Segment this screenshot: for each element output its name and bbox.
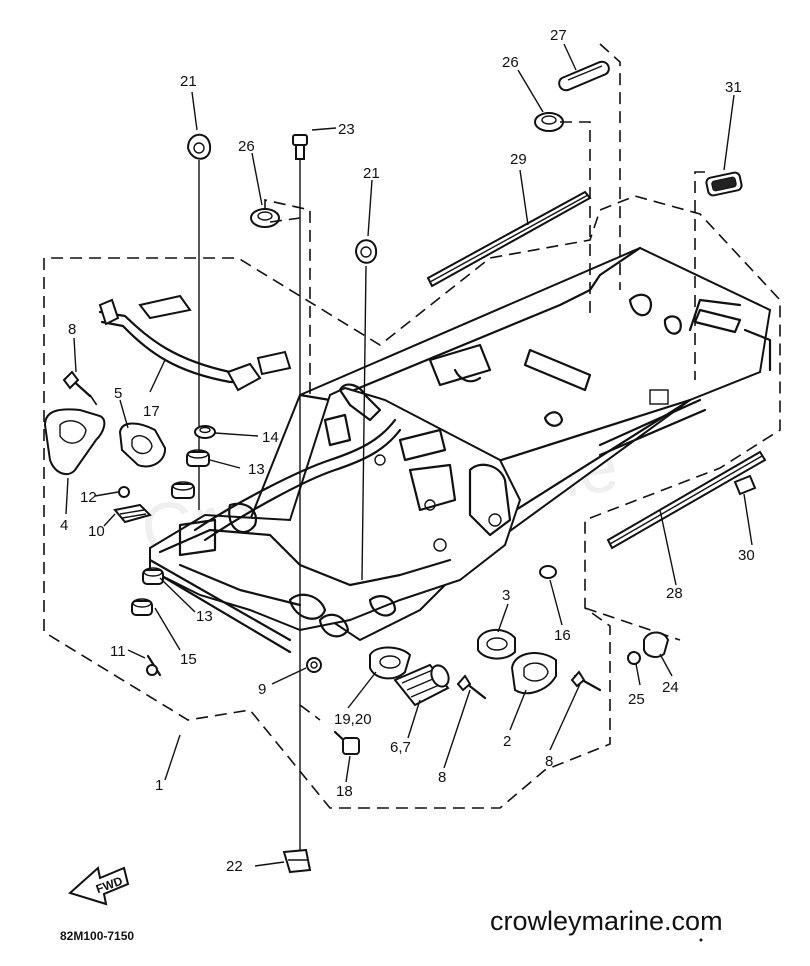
part-19-gasket [369,646,412,680]
part-17-bracket [98,294,292,392]
steering-cable [193,418,402,542]
callout-21-right: 21 [363,165,380,182]
part-14-bushing [194,425,216,439]
callout-25: 25 [628,691,645,708]
callout-1: 1 [155,777,163,794]
part-2-cover [510,652,557,695]
callout-labels: 21 23 26 21 26 27 29 31 8 5 17 14 13 4 1… [60,27,755,875]
part-27-clip [558,60,610,92]
part-13-bushing-upper2 [171,481,195,499]
callout-2: 2 [503,733,511,750]
front-frame [148,383,522,654]
part-28-rail [606,450,767,550]
leader-lines [89,43,705,860]
callout-5: 5 [114,385,122,402]
part-8-bolt-right [570,670,602,692]
part-25-nut [627,651,641,665]
callout-leaders [65,43,753,867]
part-18-bolt [333,730,360,755]
part-6-7-boot [393,663,450,707]
callout-19-20: 19,20 [334,711,372,728]
callout-23: 23 [338,121,355,138]
callout-31: 31 [725,79,742,96]
callout-26-right: 26 [502,54,519,71]
part-30-cap [733,474,757,496]
part-26-grommet-right [534,112,564,132]
part-9-nut [306,657,322,673]
callout-24: 24 [662,679,679,696]
part-21-clamp-right [354,239,378,264]
part-24-bumper [643,631,670,658]
callout-9: 9 [258,681,266,698]
callout-28: 28 [666,585,683,602]
callout-13-bottom: 13 [196,608,213,625]
part-16-plug [539,565,557,579]
callout-6-7: 6,7 [390,739,411,756]
part-12-washer [118,486,130,498]
part-21-clamp-left [186,133,212,160]
callout-27: 27 [550,27,567,44]
callout-4: 4 [60,517,68,534]
callout-13-top: 13 [248,461,265,478]
site-url: crowleymarine.com [490,906,723,936]
callout-8-right: 8 [545,753,553,770]
callout-29: 29 [510,151,527,168]
callout-16: 16 [554,627,571,644]
assembly-boundary [43,195,781,809]
part-8-bolt-left [62,370,92,398]
part-4-cover [43,408,106,476]
part-11-bolt [146,654,162,677]
footer-dot [699,938,703,942]
callout-14: 14 [262,429,279,446]
callout-17: 17 [143,403,160,420]
part-10-plate [113,503,152,524]
part-31-emblem [705,171,743,197]
callout-22: 22 [226,858,243,875]
callout-11: 11 [110,643,126,660]
part-3-gasket [477,629,516,660]
callout-15: 15 [180,651,197,668]
part-8-bolt-mid [456,674,487,700]
part-26-grommet-left [250,208,280,228]
callout-12: 12 [80,489,97,506]
part-13-bushing-bottom [142,567,164,585]
part-code: 82M100-7150 [60,929,134,943]
callout-3: 3 [502,587,510,604]
part-15-bushing [131,598,153,616]
fwd-arrow-icon: FWD [68,866,130,906]
callout-30: 30 [738,547,755,564]
callout-18: 18 [336,783,353,800]
part-29-rail [426,190,592,288]
part-13-bushing-top [186,449,210,467]
callout-21-left: 21 [180,73,197,90]
part-5-gasket [118,422,167,468]
callout-10: 10 [88,523,105,540]
callout-8-left: 8 [68,321,76,338]
callout-26-left: 26 [238,138,255,155]
part-23-screw [292,134,308,160]
part-22-bracket [282,848,312,874]
callout-8-mid: 8 [438,769,446,786]
